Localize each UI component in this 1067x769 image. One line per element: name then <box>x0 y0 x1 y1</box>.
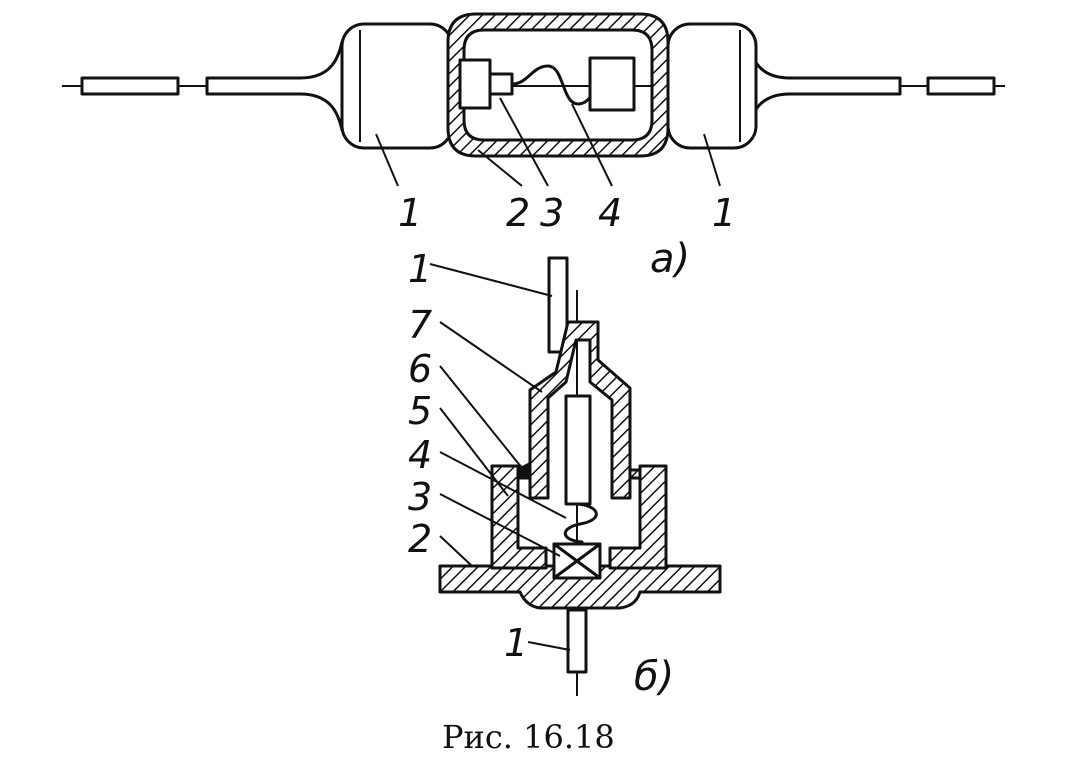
leader-b-3 <box>439 493 561 557</box>
leader-b-4 <box>439 451 567 519</box>
leader-a-3 <box>499 97 549 187</box>
base-plate <box>438 564 722 610</box>
bottom-lead <box>566 608 588 674</box>
leader-b-1-top <box>429 263 553 297</box>
callout-b-1-bottom: 1 <box>504 621 528 665</box>
callout-b-2: 2 <box>408 517 432 561</box>
callout-b-3: 3 <box>408 475 432 519</box>
subfigure-label-b: б) <box>634 654 674 700</box>
callout-b-6: 6 <box>408 347 432 391</box>
diagram-part-a: 1 2 3 4 1 а) <box>62 12 1005 282</box>
spring-contact <box>563 502 598 544</box>
leader-b-6 <box>439 365 523 469</box>
inner-glass-tube <box>528 320 632 500</box>
leader-a-1-left <box>375 133 399 187</box>
left-electrode-tip <box>488 72 514 96</box>
leader-b-7 <box>439 321 543 393</box>
callout-b-5: 5 <box>408 389 432 433</box>
leader-a-4 <box>571 103 613 187</box>
leader-a-2 <box>477 149 523 187</box>
figure-caption: Рис. 16.18 <box>442 718 615 756</box>
callout-a-1-right: 1 <box>712 191 736 235</box>
left-lead-flare <box>298 40 344 132</box>
diagram-part-b: 1 7 6 5 4 3 2 1 б) <box>408 247 722 700</box>
callout-a-3: 3 <box>540 191 564 235</box>
callout-b-4: 4 <box>408 433 432 477</box>
top-lead <box>547 256 569 354</box>
callout-b-7: 7 <box>408 303 432 347</box>
left-outer-lead <box>80 76 180 96</box>
callout-a-1-left: 1 <box>398 191 422 235</box>
leader-b-2 <box>439 535 473 567</box>
shoulder-seal <box>518 462 530 478</box>
right-electrode <box>588 56 636 112</box>
callout-a-4: 4 <box>598 191 622 235</box>
right-cap <box>666 22 758 150</box>
callout-b-1-top: 1 <box>408 247 432 291</box>
leader-b-1-bottom <box>527 641 571 651</box>
right-outer-lead <box>926 76 996 96</box>
subfigure-label-a: а) <box>650 236 690 282</box>
left-electrode <box>458 58 492 110</box>
element-block-x2 <box>552 542 602 580</box>
glass-envelope <box>446 12 670 158</box>
left-cap <box>340 22 454 150</box>
callout-a-2: 2 <box>506 191 530 235</box>
leader-a-1-right <box>703 133 721 187</box>
outer-cup-right-wall <box>608 464 668 570</box>
inner-tube-channel <box>564 394 592 506</box>
